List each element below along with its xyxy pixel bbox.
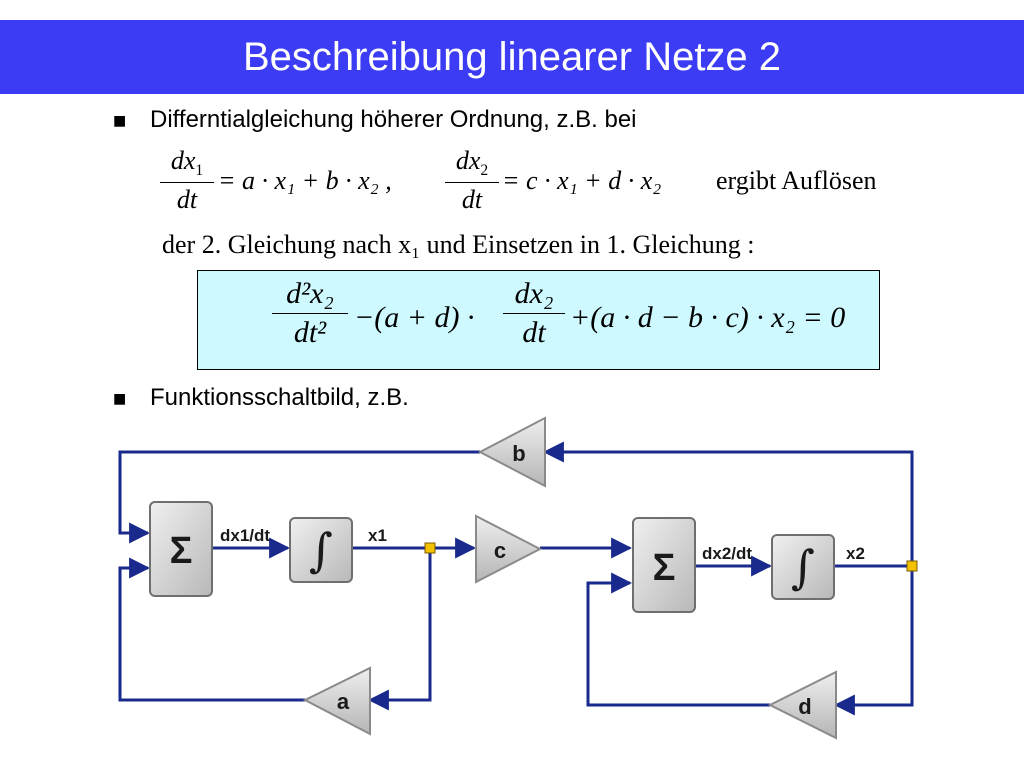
fraction-dx2-dt-box: dx₂ dt bbox=[503, 277, 565, 350]
signal-label-x2: x2 bbox=[846, 544, 865, 563]
sum-block-2: Σ bbox=[632, 517, 696, 613]
frac-num: dx bbox=[170, 146, 196, 175]
wire-d-to-sum2 bbox=[586, 572, 770, 707]
gain-label-c: c bbox=[494, 538, 506, 563]
gain-block-c: c bbox=[475, 514, 543, 584]
sum-block-1: Σ bbox=[149, 501, 213, 597]
wire-b-to-sum1 bbox=[118, 450, 480, 544]
gain-block-d: d bbox=[767, 670, 837, 740]
frac-num: d²x₂ bbox=[286, 277, 334, 310]
frac-num: dx bbox=[455, 146, 481, 175]
integrator-block-1: ∫ bbox=[289, 517, 353, 583]
box-end-term: +(a · d − b · c) · x₂ = 0 bbox=[570, 301, 845, 335]
integral-symbol: ∫ bbox=[309, 523, 333, 577]
signal-label-dx2: dx2/dt bbox=[702, 544, 752, 563]
bullet-text-block-diagram: Funktionsschaltbild, z.B. bbox=[150, 384, 409, 411]
bullet-text-ode: Differntialgleichung höherer Ordnung, z.… bbox=[150, 106, 637, 133]
eq1-rhs: = a · x₁ + b · x₂ , bbox=[218, 166, 392, 196]
box-mid-text: −(a + d) · bbox=[354, 301, 475, 334]
bullet-marker: ■ bbox=[113, 391, 127, 407]
frac-num: dx₂ bbox=[514, 277, 554, 310]
gain-label-b: b bbox=[512, 441, 525, 466]
fraction-d2x2-dt2: d²x₂ dt² bbox=[272, 277, 348, 350]
eq1-rhs-text: = a · x₁ + b · x₂ , bbox=[218, 166, 392, 195]
frac-num-sub: 2 bbox=[480, 162, 489, 180]
equation-line-2: der 2. Gleichung nach x₁ und Einsetzen i… bbox=[162, 230, 755, 259]
box-middle-term: −(a + d) · bbox=[354, 301, 474, 335]
frac-den: dt bbox=[461, 185, 483, 215]
fraction-dx1-dt: dx1 dt bbox=[160, 146, 214, 215]
integral-symbol: ∫ bbox=[791, 540, 815, 594]
eq2-rhs: = c · x₁ + d · x₂ bbox=[502, 166, 661, 196]
box-end-text: +(a · d − b · c) · x₂ = 0 bbox=[570, 301, 846, 334]
wire-a-to-sum1 bbox=[118, 557, 305, 702]
gain-label-a: a bbox=[337, 689, 350, 714]
wire-x1-to-a bbox=[367, 552, 432, 711]
frac-num-sub: 1 bbox=[195, 162, 204, 180]
bullet-marker: ■ bbox=[113, 113, 127, 129]
gain-block-a: a bbox=[302, 666, 371, 736]
wire-x2-to-b bbox=[542, 441, 914, 562]
wire-x2-to-d bbox=[833, 570, 914, 716]
sum-symbol: Σ bbox=[653, 547, 676, 589]
frac-den: dt² bbox=[293, 316, 327, 349]
sum-symbol: Σ bbox=[170, 530, 193, 572]
fraction-dx2-dt: dx2 dt bbox=[445, 146, 499, 215]
frac-den: dt bbox=[176, 185, 198, 215]
node-x1 bbox=[424, 542, 436, 554]
node-x2 bbox=[906, 560, 918, 572]
signal-label-dx1: dx1/dt bbox=[220, 526, 270, 545]
ergibt-text: ergibt Auflösen bbox=[716, 166, 877, 195]
integrator-block-2: ∫ bbox=[771, 534, 835, 600]
eq2-rhs-text: = c · x₁ + d · x₂ bbox=[502, 166, 662, 195]
frac-den: dt bbox=[522, 316, 546, 349]
gain-label-d: d bbox=[798, 694, 811, 719]
result-equation-box: d²x₂ dt² −(a + d) · dx₂ dt +(a · d − b ·… bbox=[197, 270, 880, 370]
slide-title: Beschreibung linearer Netze 2 bbox=[0, 20, 1024, 94]
gain-block-b: b bbox=[477, 416, 546, 488]
signal-label-x1: x1 bbox=[368, 526, 387, 545]
equation-row-1: dx1 dt = a · x₁ + b · x₂ , dx2 dt = c · … bbox=[150, 146, 950, 226]
